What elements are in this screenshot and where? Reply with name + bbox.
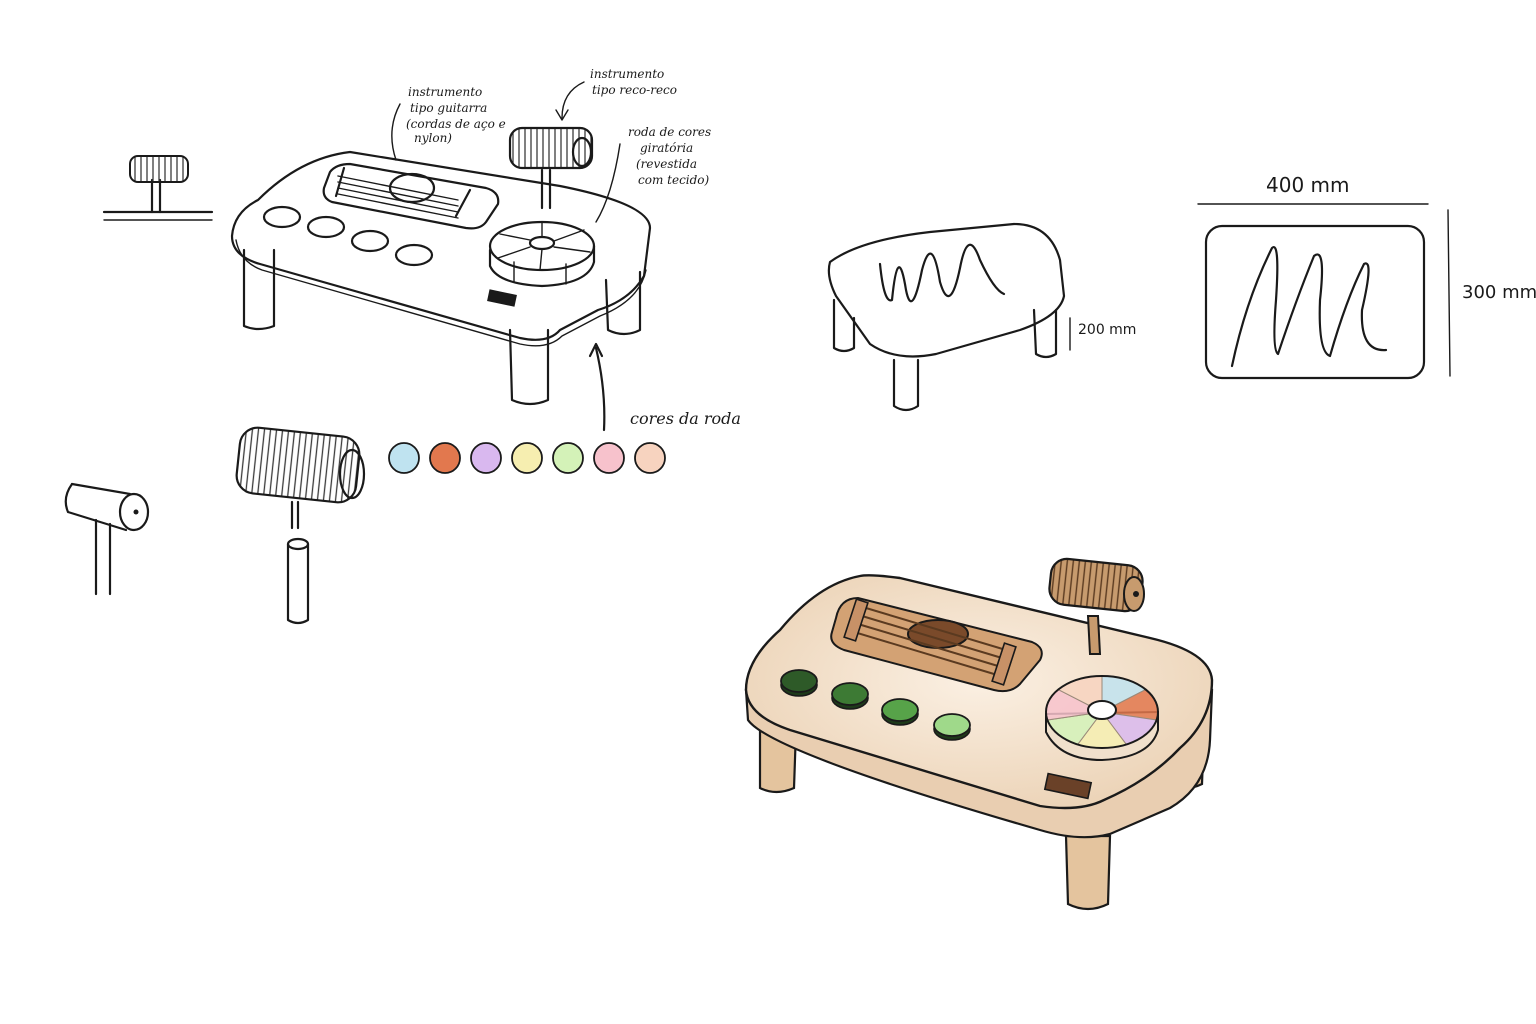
wheel-color-swatch-2 [429,442,461,474]
annotation-wheel: roda de cores giratória (revestida com t… [595,125,711,223]
sketch-button-4 [394,243,434,267]
height-dimension: 200 mm [1078,322,1136,338]
wheel-color-swatch-3 [470,442,502,474]
reco-reco-side-view-small [102,155,214,221]
sketch-button-2 [306,215,346,239]
reco-reco-exploded-part [235,426,366,625]
wheel-outline [1045,675,1159,749]
wheel-color-swatch-7 [634,442,666,474]
annotation-guitar-line-4: nylon) [414,131,452,145]
annotation-reco-line-2: tipo reco-reco [592,83,677,97]
wheel-color-swatches [388,442,666,474]
width-dimension: 400 mm [1266,173,1350,197]
annotation-reco-reco: instrumento tipo reco-reco [555,67,677,121]
annotation-guitar-line-3: (cordas de aço e [406,117,506,131]
wheel-color-swatch-1 [388,442,420,474]
side-view-table: 200 mm [827,222,1136,412]
sketch-color-wheel [488,220,596,288]
annotation-guitar-line-2: tipo guitarra [410,101,487,115]
table-line-sketch [230,126,652,406]
annotation-guitar: instrumento tipo guitarra (cordas de aço… [391,85,506,161]
wheel-color-swatch-4 [511,442,543,474]
colored-button-1 [780,669,818,693]
annotation-wheel-line-2: giratória [640,141,693,155]
colored-button-2 [831,682,869,706]
wheel-hub [1087,700,1117,720]
top-view-table: 400 mm 300 mm [1197,173,1536,380]
depth-dimension: 300 mm [1462,282,1536,303]
sketch-button-3 [350,229,390,253]
annotation-wheel-line-3: (revestida [636,157,697,171]
annotation-guitar-line-1: instrumento [408,85,482,99]
annotation-wheel-line-4: com tecido) [638,173,710,187]
colored-button-3 [881,698,919,722]
colored-buttons [780,669,971,741]
colored-table-rendering [744,557,1214,911]
wheel-color-swatch-6 [593,442,625,474]
sketch-button-1 [262,205,302,229]
annotation-wheel-line-1: roda de cores [628,125,711,139]
annotation-wheel-colors: cores da roda [588,342,741,432]
mallet-part [64,482,150,596]
wheel-color-swatch-5 [552,442,584,474]
colored-color-wheel [1045,675,1159,762]
annotation-reco-line-1: instrumento [590,67,664,81]
colored-button-4 [933,713,971,737]
wheel-colors-label: cores da roda [630,409,741,428]
